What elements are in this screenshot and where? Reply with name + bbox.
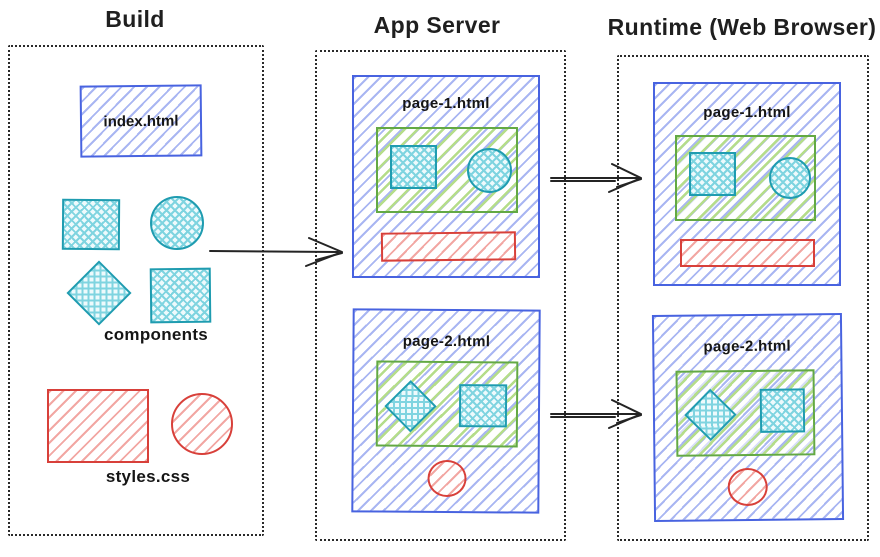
content-square-icon — [390, 145, 437, 189]
styles-rect-icon — [47, 389, 149, 463]
index-html-label: index.html — [103, 112, 179, 130]
component-square-icon — [61, 198, 121, 251]
app-server-container — [315, 50, 566, 541]
content-circle-icon — [769, 157, 811, 199]
content-diamond-icon — [684, 388, 737, 442]
app-server-page-2-content-box — [375, 360, 519, 448]
app-server-page-1-title: page-1.html — [402, 95, 490, 112]
app-server-page-1-content-box — [376, 127, 518, 213]
runtime-page-1-content-box — [675, 135, 816, 221]
column-title-app-server: App Server — [373, 12, 501, 38]
styles-css-label: styles.css — [105, 467, 191, 486]
content-square-icon — [689, 152, 736, 196]
runtime-container — [617, 55, 869, 541]
content-square-icon — [759, 388, 806, 433]
style-bar-icon — [680, 239, 815, 267]
content-square-icon — [458, 384, 508, 428]
column-title-build: Build — [105, 6, 165, 32]
column-title-runtime: Runtime (Web Browser) — [607, 14, 877, 40]
component-circle-icon — [150, 196, 204, 250]
app-server-page-2-title: page-2.html — [402, 332, 491, 351]
app-server-page-1-card: page-1.html — [352, 75, 540, 278]
runtime-page-2-title: page-2.html — [703, 337, 792, 356]
styles-circle-icon — [171, 393, 233, 455]
component-square-2-icon — [149, 267, 212, 324]
style-circle-icon — [427, 459, 467, 498]
style-circle-icon — [727, 467, 768, 507]
index-html-file: index.html — [79, 84, 203, 158]
app-server-page-2-card: page-2.html — [351, 308, 541, 514]
content-circle-icon — [467, 148, 512, 193]
runtime-page-2-content-box — [675, 369, 816, 457]
components-label: components — [103, 325, 209, 344]
runtime-page-1-title: page-1.html — [703, 104, 791, 121]
style-bar-icon — [380, 231, 517, 262]
runtime-page-2-card: page-2.html — [651, 313, 845, 522]
build-container — [8, 45, 264, 536]
runtime-page-1-card: page-1.html — [653, 82, 841, 286]
content-diamond-icon — [384, 380, 437, 433]
